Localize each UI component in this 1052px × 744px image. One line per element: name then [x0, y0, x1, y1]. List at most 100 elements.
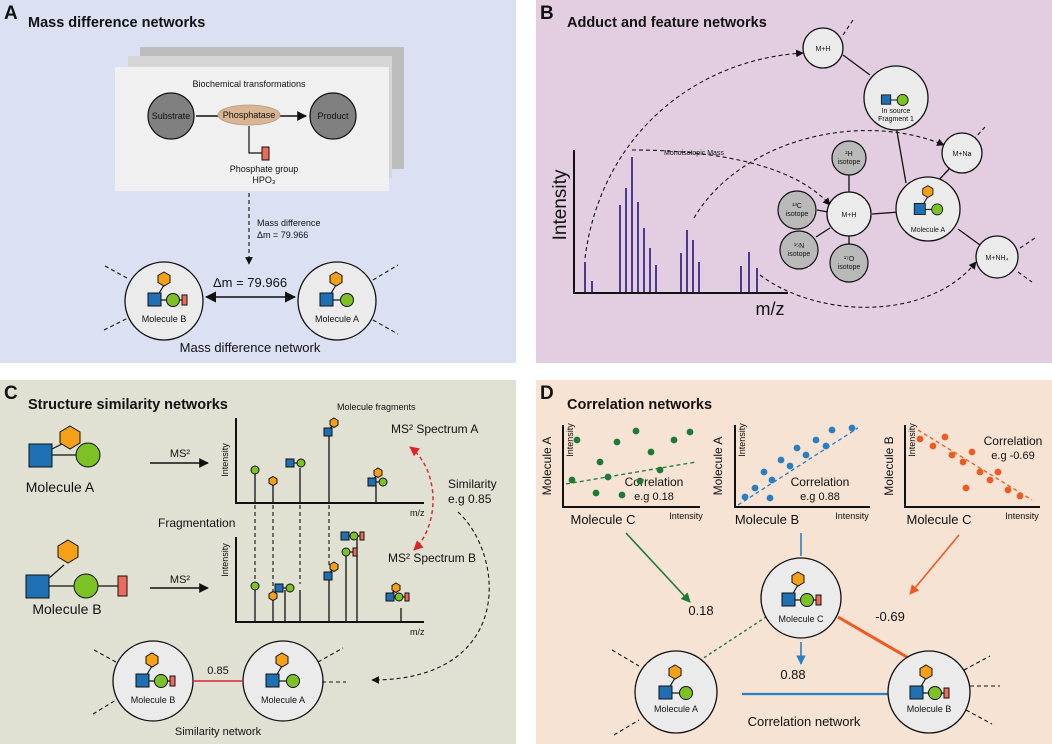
product-node — [309, 92, 357, 140]
node-stub — [611, 649, 640, 667]
node-mnh4-label: M+NH₄ — [986, 255, 1009, 262]
scatter-point — [962, 484, 970, 492]
plot2-corr-2: e.g 0.88 — [800, 491, 840, 503]
scatter-point — [632, 427, 640, 435]
spectrum-a-label: MS² Spectrum A — [391, 422, 478, 436]
spectrum-a-axes — [235, 418, 424, 504]
panel-b-title: Adduct and feature networks — [567, 15, 767, 31]
phosphate-rect — [261, 146, 270, 161]
scatter-point — [636, 477, 644, 485]
scatter-point — [929, 442, 937, 450]
node-stub — [92, 699, 117, 715]
fragment-label-2: Fragment 1 — [878, 116, 914, 123]
panel-b-background — [536, 0, 1052, 363]
spectrum-a-peaks — [254, 434, 377, 503]
plot1-corr-2: e.g 0.18 — [634, 491, 674, 503]
scatter-point — [976, 468, 984, 476]
arrow-to-mnh4 — [759, 261, 977, 308]
molecule-b-structure — [25, 539, 128, 599]
scatter-point — [670, 436, 678, 444]
edge — [957, 228, 981, 246]
phosphatase-ellipse — [217, 104, 281, 126]
panel-a: A Mass difference networks Biochemical t… — [0, 0, 516, 363]
similarity-node-a-label: Molecule A — [261, 695, 305, 705]
similarity-edge-label: 0.85 — [207, 665, 228, 677]
scatter-point — [568, 476, 576, 484]
node-mna — [941, 132, 983, 174]
fragmentation-label: Fragmentation — [158, 516, 235, 530]
plot1-y-int: Intensity — [565, 423, 575, 457]
similarity-arrow — [409, 446, 434, 551]
molecule-a-structure — [28, 425, 101, 468]
phosphate-branch — [248, 126, 262, 154]
plot3-axes — [904, 425, 1040, 508]
plot1-corr-1: Correlation — [625, 475, 684, 489]
plot1-axes — [562, 425, 700, 508]
fragment-circle — [250, 581, 260, 591]
edge-right-label: -0.69 — [875, 609, 905, 624]
plot2-x-int: Intensity — [835, 511, 869, 521]
node-15n-isotope — [779, 230, 819, 270]
node-molecule-a-label: Molecule A — [911, 227, 946, 234]
arrow-to-mna — [693, 129, 945, 219]
edge — [816, 209, 829, 213]
scatter-point — [573, 436, 581, 444]
plot3-points — [916, 433, 1024, 500]
panel-d-letter: D — [540, 383, 554, 404]
node-13c-isotope — [777, 190, 817, 230]
ms2-label-top: MS² — [170, 448, 191, 460]
node-molecule-c-label: Molecule C — [778, 614, 824, 624]
scatter-point — [1004, 486, 1012, 494]
plot3-x-label: Molecule C — [906, 512, 971, 527]
scatter-point — [848, 424, 856, 432]
node-stub — [1019, 237, 1036, 249]
spectrum-peaks — [584, 157, 758, 292]
plot3-x-int: Intensity — [1005, 511, 1039, 521]
similarity-label-2: e.g 0.85 — [448, 492, 492, 506]
fragment-icon — [880, 94, 909, 106]
spectrum-b-y-label: Intensity — [220, 543, 230, 577]
node-molecule-a — [634, 650, 718, 734]
fragment-square-circle-rect — [340, 531, 365, 541]
feature-network-edges — [815, 54, 981, 246]
node-in-source-fragment — [863, 65, 929, 131]
node-mh-center-label: M+H — [842, 212, 857, 219]
panel-d: D Correlation networks Molecule A Intens… — [536, 380, 1052, 744]
panel-a-letter: A — [4, 3, 18, 24]
plot3-corr-2: e.g -0.69 — [991, 450, 1034, 462]
node-stub — [965, 709, 993, 725]
scatter-point — [968, 448, 976, 456]
molecule-b-label: Molecule B — [32, 601, 101, 617]
fragment-hexagon — [268, 476, 278, 486]
edge-bottom-label: 0.88 — [780, 667, 805, 682]
iso-13c-label-2: isotope — [786, 211, 809, 218]
panel-d-title: Correlation networks — [567, 397, 712, 413]
scatter-point — [793, 444, 801, 452]
plot3-arrow — [909, 534, 960, 595]
spectrum-b-label: MS² Spectrum B — [388, 551, 476, 565]
plot2-trend-line — [737, 427, 859, 506]
scatter-point — [604, 473, 612, 481]
scatter-point — [777, 456, 785, 464]
mass-difference-label: Mass difference — [257, 218, 320, 228]
scatter-point — [986, 476, 994, 484]
spectrum-x-label: m/z — [756, 299, 785, 319]
node-stub — [103, 317, 129, 331]
scatter-point — [1016, 492, 1024, 500]
plot2-x-label: Molecule B — [735, 512, 799, 527]
scatter-point — [786, 462, 794, 470]
similarity-node-b-label: Molecule B — [131, 695, 176, 705]
panel-d-caption: Correlation network — [748, 714, 861, 729]
plot3-trend-line — [917, 429, 1033, 501]
panel-c-caption: Similarity network — [175, 726, 262, 738]
scatter-point — [647, 448, 655, 456]
mass-difference-edge-label: Δm = 79.966 — [213, 275, 287, 290]
mass-difference-value: Δm = 79.966 — [257, 230, 308, 240]
plot2-corr-1: Correlation — [791, 475, 850, 489]
plot1-x-label: Molecule C — [570, 512, 635, 527]
scatter-point — [941, 433, 949, 441]
similarity-to-network-arrow — [371, 511, 490, 684]
scatter-point — [994, 468, 1002, 476]
node-stub — [317, 647, 344, 663]
